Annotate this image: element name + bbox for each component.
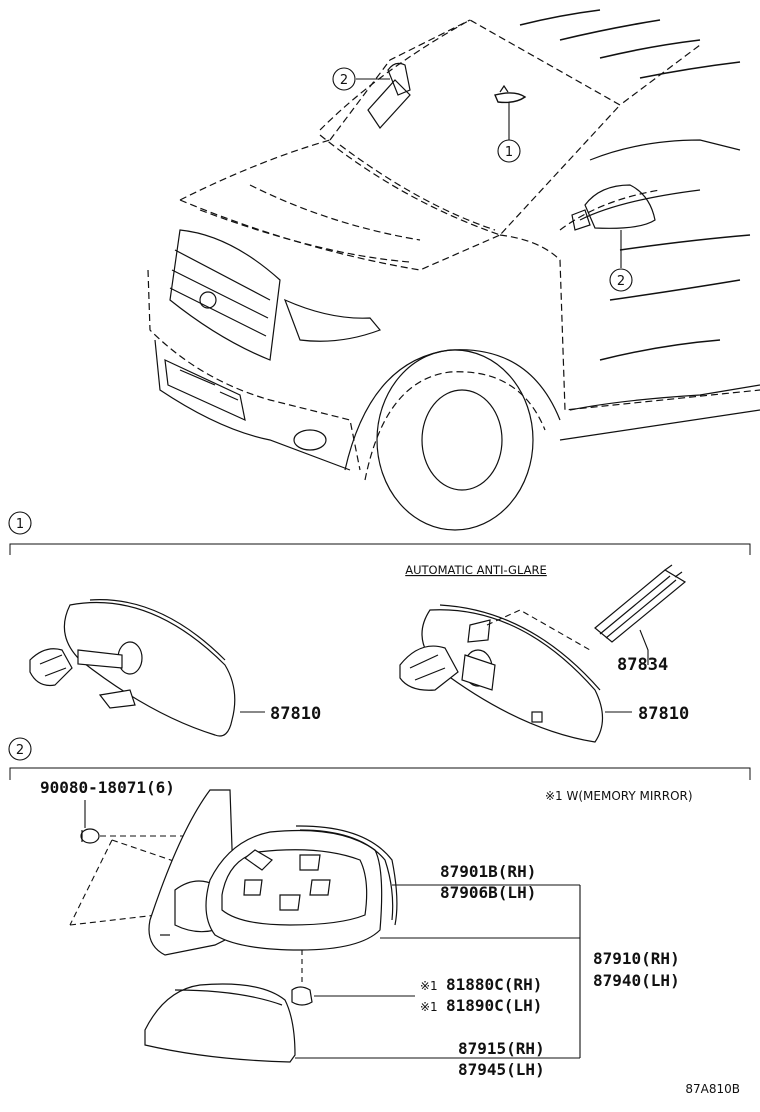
truck-callouts — [356, 78, 622, 268]
section-1-marker: 1 — [16, 517, 24, 532]
part-cover-lh: 87945(LH) — [458, 1060, 545, 1079]
callout-brackets — [380, 884, 581, 1058]
inner-mirror-right — [399, 604, 604, 743]
part-assy-lh: 87940(LH) — [593, 971, 680, 990]
motor-rh-mark: ※1 — [420, 979, 438, 993]
part-cover-rh: 87915(RH) — [458, 1039, 545, 1058]
part-motor-rh: 81880C(RH) — [446, 975, 542, 994]
motor-lh-mark: ※1 — [420, 1000, 438, 1014]
part-glass-lh: 87906B(LH) — [440, 883, 536, 902]
callout-2-top: 2 — [332, 67, 356, 91]
section-2-marker: 2 — [16, 743, 24, 758]
part-assy-rh: 87910(RH) — [593, 949, 680, 968]
part-motor-lh: 81890C(LH) — [446, 996, 542, 1015]
motor-part — [291, 986, 313, 1006]
diagram-code: 87A810B — [685, 1082, 740, 1096]
section-2: 2 90080-18071(6) ※1 W(MEMORY MIRROR) — [8, 737, 751, 1079]
callout-label: 1 — [505, 145, 513, 160]
callout-label: 2 — [617, 274, 625, 289]
door-mirror-body — [205, 825, 398, 951]
section-1: 1 AUTOMATIC ANTI-GLARE 87810 — [8, 511, 751, 743]
anti-glare-caption: AUTOMATIC ANTI-GLARE — [405, 563, 547, 577]
leader-87834 — [639, 629, 649, 665]
screw-guides — [69, 835, 205, 926]
mirror-cover-part — [144, 983, 296, 1063]
truck-illustration — [147, 9, 760, 531]
cover-dashed-leader — [486, 609, 591, 651]
callout-1-windshield: 1 — [497, 139, 521, 163]
inner-mirror-left — [29, 599, 236, 737]
part-glass-rh: 87901B(RH) — [440, 862, 536, 881]
cover-87834-part — [594, 564, 687, 643]
memory-mirror-note: ※1 W(MEMORY MIRROR) — [545, 789, 693, 803]
callout-label: 2 — [340, 73, 348, 88]
callout-2-door: 2 — [609, 268, 633, 292]
screw-part — [80, 828, 100, 844]
part-87834: 87834 — [617, 655, 668, 675]
part-87810-left: 87810 — [270, 704, 321, 724]
part-screw: 90080-18071(6) — [40, 778, 175, 797]
part-87810-right: 87810 — [638, 704, 689, 724]
